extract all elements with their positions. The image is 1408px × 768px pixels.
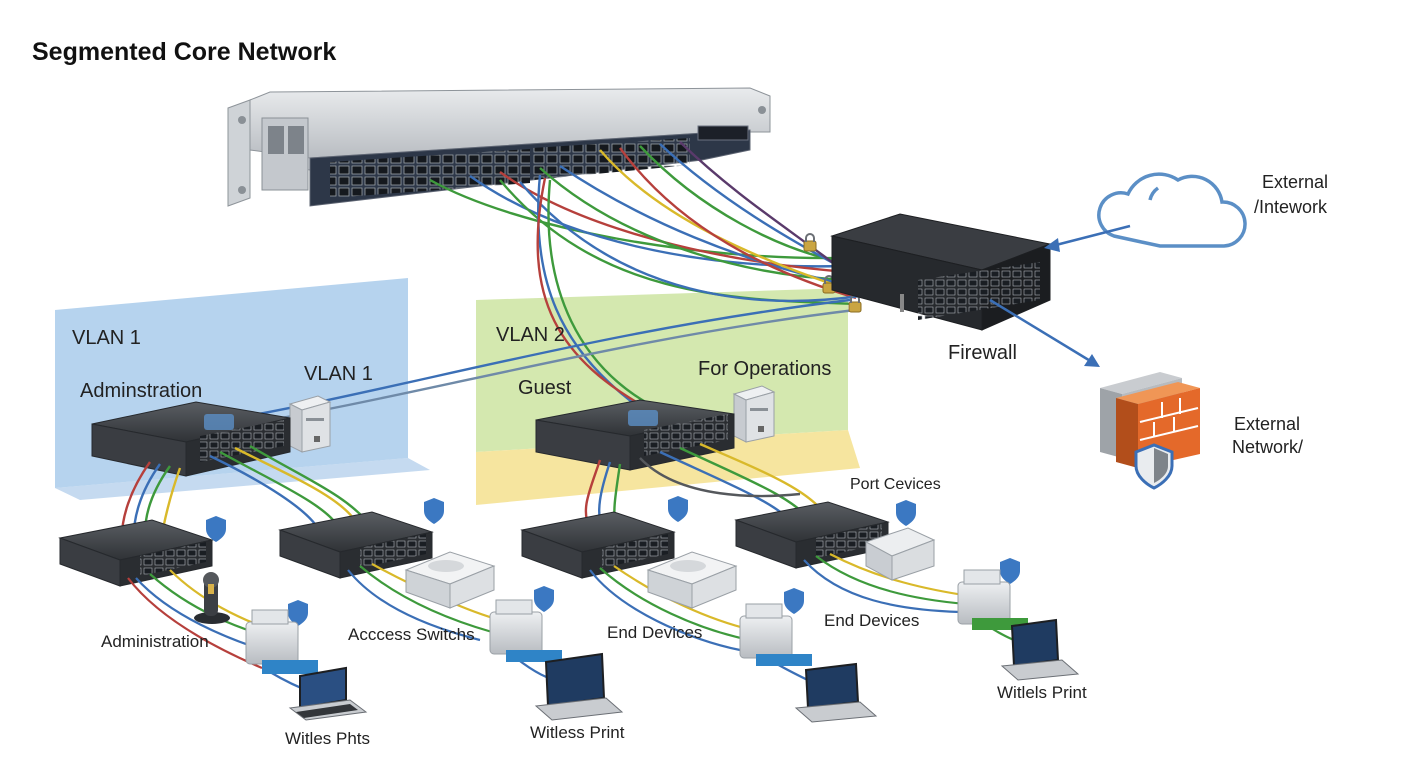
vlan1-title: VLAN 1 — [72, 327, 141, 349]
laptop-1 — [288, 666, 368, 721]
core-switch — [227, 87, 771, 207]
vlan2-operations-label: For Operations — [698, 358, 832, 380]
firewall-device — [830, 213, 1052, 331]
vlan2-title: VLAN 2 — [496, 324, 565, 346]
access-switch-1 — [58, 519, 214, 587]
vlan1-link-label: VLAN 1 — [304, 363, 373, 385]
printer-2 — [489, 599, 562, 662]
witles-phts-label: Witles Phts — [285, 729, 371, 748]
access-switch-2 — [278, 511, 434, 579]
end-devices-label-2: End Devices — [824, 611, 920, 630]
laptop-2 — [534, 652, 624, 721]
witlels-print-label: Witlels Print — [997, 683, 1087, 702]
administration-label: Administration — [101, 632, 209, 651]
vlan2-subtitle: Guest — [518, 377, 572, 399]
access-to-device-cables — [127, 553, 1015, 702]
printer-3 — [739, 603, 812, 666]
vlan1-subtitle: Adminstration — [80, 380, 203, 402]
brick-firewall-icon — [1100, 372, 1200, 490]
mfp-printer-2 — [646, 551, 738, 609]
access-switch-4 — [734, 501, 890, 569]
access-switch-3 — [520, 511, 676, 579]
shield-icon — [206, 496, 1020, 626]
joystick-device — [194, 572, 230, 624]
external-network-top-label-line1: External — [1262, 172, 1329, 192]
vlan1-tower-pc — [288, 395, 332, 453]
firewall-to-external-arrow — [989, 298, 1100, 367]
vlan2-distribution-switch — [535, 399, 735, 471]
mfp-printer-3 — [864, 527, 936, 581]
firewall-label: Firewall — [948, 342, 1017, 364]
access-switches-label: Acccess Switchs — [348, 625, 475, 644]
vlan2-tower-pc — [732, 385, 776, 443]
mfp-printer-1 — [404, 551, 496, 609]
external-network-bottom-label-line1: External — [1234, 414, 1301, 434]
end-devices-label-1: End Devices — [607, 623, 703, 642]
external-to-firewall-arrow — [1044, 224, 1131, 252]
printer-1 — [245, 609, 318, 674]
external-network-top-label-line2: /Intework — [1254, 197, 1328, 217]
external-network-bottom-label-line2: Network/ — [1232, 437, 1304, 457]
witless-print-label: Witless Print — [530, 723, 625, 742]
printer-4 — [957, 569, 1028, 630]
laptop-3 — [794, 662, 878, 723]
diagram-title: Segmented Core Network — [32, 38, 337, 66]
core-to-vlan2-cables — [536, 174, 661, 412]
cloud-icon — [1097, 172, 1247, 248]
core-to-firewall-cables — [429, 141, 861, 306]
laptop-4 — [1000, 618, 1080, 681]
port-devices-label: Port Cevices — [850, 476, 941, 493]
vlan1-distribution-switch — [91, 401, 291, 477]
